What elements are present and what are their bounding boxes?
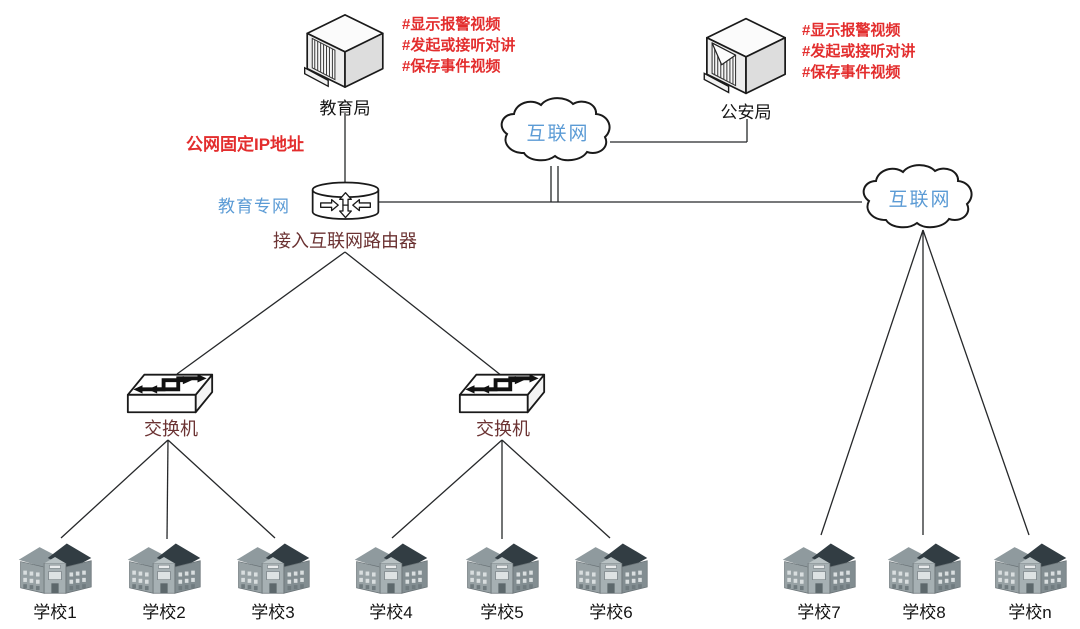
edu-bureau-notes: #显示报警视频 #发起或接听对讲 #保存事件视频 [402,14,515,77]
school-node: 学校1 [13,538,97,623]
public-ip-note: 公网固定IP地址 [186,135,305,154]
school-building-icon [351,538,431,596]
link-line [820,229,924,536]
edu-bureau-label: 教育局 [319,99,371,118]
server-icon [303,12,387,90]
note-line: #保存事件视频 [402,58,501,75]
school-label: 学校4 [369,603,413,622]
note-line: #显示报警视频 [402,16,501,33]
school-label: 学校8 [902,603,946,622]
school-node: 学校2 [122,538,206,623]
router-icon [309,180,382,223]
switch1-label: 交换机 [144,419,198,439]
school-building-icon [124,538,204,596]
school-node: 学校6 [569,538,653,623]
link-line [176,251,346,375]
school-node: 学校7 [777,538,861,623]
link-line [167,439,276,539]
note-line: #显示报警视频 [802,22,901,39]
switch2-label: 交换机 [476,419,530,439]
police-bureau-notes: #显示报警视频 #发起或接听对讲 #保存事件视频 [802,20,915,83]
link-line [391,439,503,539]
note-line: #保存事件视频 [802,64,901,81]
edu-private-net-label: 教育专网 [218,197,290,216]
link-line [166,439,169,540]
link-line [922,229,1030,536]
school-building-icon [990,538,1070,596]
school-label: 学校5 [480,603,524,622]
school-building-icon [462,538,542,596]
switch-icon [458,371,546,415]
school-building-icon [571,538,651,596]
switch-icon [126,371,214,415]
school-label: 学校n [1008,603,1052,622]
school-node: 学校8 [882,538,966,623]
school-label: 学校6 [589,603,633,622]
school-label: 学校1 [33,603,77,622]
school-node: 学校n [988,538,1072,623]
school-label: 学校2 [142,603,186,622]
cloud-center-label: 互联网 [526,123,590,145]
school-label: 学校7 [797,603,841,622]
link-line [60,439,169,539]
school-building-icon [15,538,95,596]
cloud-right-label: 互联网 [888,189,952,211]
note-line: #发起或接听对讲 [802,43,916,60]
school-node: 学校4 [349,538,433,623]
school-building-icon [233,538,313,596]
school-node: 学校3 [231,538,315,623]
link-line [344,251,503,377]
school-node: 学校5 [460,538,544,623]
link-line [501,439,611,539]
police-bureau-label: 公安局 [720,103,772,122]
school-label: 学校3 [251,603,295,622]
server-icon [702,16,790,96]
school-building-icon [884,538,964,596]
school-building-icon [779,538,859,596]
router-label: 接入互联网路由器 [273,231,417,251]
note-line: #发起或接听对讲 [402,37,516,54]
